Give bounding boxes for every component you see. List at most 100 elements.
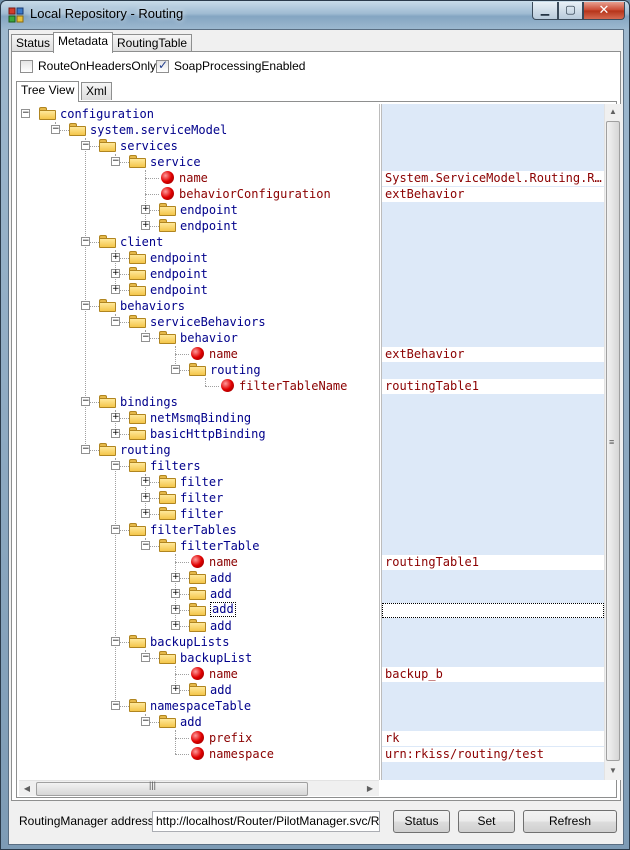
collapse-icon[interactable]: − (21, 108, 30, 118)
collapse-icon[interactable]: − (141, 716, 150, 726)
node-value-cell[interactable]: urn:rkiss/routing/test (382, 747, 604, 762)
tree-node-basichttpbinding[interactable]: +basicHttpBinding (19, 426, 379, 442)
expand-icon[interactable]: + (141, 508, 150, 518)
tree-node-service[interactable]: −service (19, 154, 379, 170)
tree-node-bindings[interactable]: −bindings (19, 394, 379, 410)
node-value-cell[interactable]: System.ServiceModel.Routing.RoutingServi… (382, 171, 604, 186)
collapse-icon[interactable]: − (111, 316, 120, 326)
collapse-icon[interactable]: − (81, 300, 90, 310)
tree-node-behavior[interactable]: −behavior (19, 330, 379, 346)
collapse-icon[interactable]: − (81, 396, 90, 406)
tree-node-system-servicemodel[interactable]: −system.serviceModel (19, 122, 379, 138)
tree-node-filters[interactable]: −filters (19, 458, 379, 474)
tree-node-name[interactable]: name (19, 666, 379, 682)
vertical-scroll-thumb[interactable] (606, 121, 620, 761)
vertical-scrollbar[interactable]: ▲ ≡ ▼ (604, 104, 621, 780)
tree-node-add[interactable]: +add (19, 570, 379, 586)
collapse-icon[interactable]: − (111, 460, 120, 470)
tab-tree-view[interactable]: Tree View (16, 81, 80, 102)
tree-node-name[interactable]: name (19, 346, 379, 362)
node-value-cell[interactable]: routingTable1 (382, 555, 604, 570)
tree-node-filter[interactable]: +filter (19, 474, 379, 490)
expand-icon[interactable]: + (141, 220, 150, 230)
expand-icon[interactable]: + (171, 604, 180, 614)
collapse-icon[interactable]: − (141, 652, 150, 662)
collapse-icon[interactable]: − (111, 700, 120, 710)
refresh-button[interactable]: Refresh (523, 810, 617, 833)
scroll-up-arrow-icon[interactable]: ▲ (609, 107, 617, 116)
tree-node-endpoint[interactable]: +endpoint (19, 202, 379, 218)
column-splitter[interactable] (379, 104, 382, 780)
collapse-icon[interactable]: − (51, 124, 60, 134)
tree-node-filtertable[interactable]: −filterTable (19, 538, 379, 554)
maximize-button[interactable]: ▢ (558, 2, 583, 20)
collapse-icon[interactable]: − (81, 444, 90, 454)
node-value-cell[interactable]: backup_b (382, 667, 604, 682)
expand-icon[interactable]: + (141, 204, 150, 214)
tree-node-behaviors[interactable]: −behaviors (19, 298, 379, 314)
collapse-icon[interactable]: − (111, 524, 120, 534)
tree-node-add[interactable]: +add (19, 586, 379, 602)
tree-node-client[interactable]: −client (19, 234, 379, 250)
tree-node-behaviorconfiguration[interactable]: behaviorConfiguration (19, 186, 379, 202)
tab-status[interactable]: Status (11, 34, 56, 52)
scroll-right-arrow-icon[interactable]: ▶ (366, 784, 374, 793)
node-value-cell[interactable]: extBehavior (382, 187, 604, 202)
expand-icon[interactable]: + (111, 268, 120, 278)
expand-icon[interactable]: + (171, 620, 180, 630)
tree-node-configuration[interactable]: −configuration (19, 106, 379, 122)
tree-node-services[interactable]: −services (19, 138, 379, 154)
tree-node-add[interactable]: −add (19, 714, 379, 730)
tree-node-filtertables[interactable]: −filterTables (19, 522, 379, 538)
close-button[interactable]: ✕ (583, 2, 625, 20)
collapse-icon[interactable]: − (81, 236, 90, 246)
horizontal-scrollbar[interactable]: ◀ ||| ▶ (19, 780, 379, 796)
collapse-icon[interactable]: − (141, 332, 150, 342)
routing-manager-address-input[interactable]: http://localhost/Router/PilotManager.svc… (152, 811, 380, 832)
expand-icon[interactable]: + (111, 412, 120, 422)
minimize-button[interactable]: ▁ (532, 2, 558, 20)
expand-icon[interactable]: + (111, 252, 120, 262)
expand-icon[interactable]: + (171, 684, 180, 694)
tree-node-filter[interactable]: +filter (19, 506, 379, 522)
tree-node-add[interactable]: +add (19, 682, 379, 698)
tree-node-name[interactable]: name (19, 170, 379, 186)
collapse-icon[interactable]: − (111, 636, 120, 646)
tree-node-endpoint[interactable]: +endpoint (19, 282, 379, 298)
tree-node-netmsmqbinding[interactable]: +netMsmqBinding (19, 410, 379, 426)
tree-node-filtertablename[interactable]: filterTableName (19, 378, 379, 394)
expand-icon[interactable]: + (171, 588, 180, 598)
tree-node-prefix[interactable]: prefix (19, 730, 379, 746)
soap-processing-enabled-checkbox[interactable]: SoapProcessingEnabled (156, 58, 305, 73)
title-bar[interactable]: Local Repository - Routing ▁ ▢ ✕ (1, 1, 629, 29)
status-button[interactable]: Status (393, 810, 450, 833)
tab-routingtable[interactable]: RoutingTable (112, 34, 193, 52)
tree-node-add[interactable]: +add (19, 602, 379, 618)
tree-node-endpoint[interactable]: +endpoint (19, 218, 379, 234)
expand-icon[interactable]: + (141, 492, 150, 502)
tree-node-namespacetable[interactable]: −namespaceTable (19, 698, 379, 714)
tab-metadata[interactable]: Metadata (53, 32, 114, 53)
tree-node-name[interactable]: name (19, 554, 379, 570)
collapse-icon[interactable]: − (81, 140, 90, 150)
collapse-icon[interactable]: − (111, 156, 120, 166)
expand-icon[interactable]: + (111, 428, 120, 438)
node-value-cell[interactable]: routingTable1 (382, 379, 604, 394)
tree-node-backuplist[interactable]: −backupList (19, 650, 379, 666)
scroll-left-arrow-icon[interactable]: ◀ (23, 784, 31, 793)
tree-node-filter[interactable]: +filter (19, 490, 379, 506)
collapse-icon[interactable]: − (141, 540, 150, 550)
node-value-cell[interactable]: rk (382, 731, 604, 746)
collapse-icon[interactable]: − (171, 364, 180, 374)
route-on-headers-only-box[interactable] (20, 59, 33, 73)
soap-processing-enabled-box[interactable] (156, 58, 169, 73)
tree-node-routing[interactable]: −routing (19, 442, 379, 458)
route-on-headers-only-checkbox[interactable]: RouteOnHeadersOnly (20, 59, 156, 73)
tab-xml[interactable]: Xml (81, 82, 112, 100)
tree-node-namespace[interactable]: namespace (19, 746, 379, 762)
tree-node-add[interactable]: +add (19, 618, 379, 634)
horizontal-scroll-thumb[interactable] (36, 782, 308, 796)
tree-node-endpoint[interactable]: +endpoint (19, 266, 379, 282)
expand-icon[interactable]: + (141, 476, 150, 486)
expand-icon[interactable]: + (111, 284, 120, 294)
